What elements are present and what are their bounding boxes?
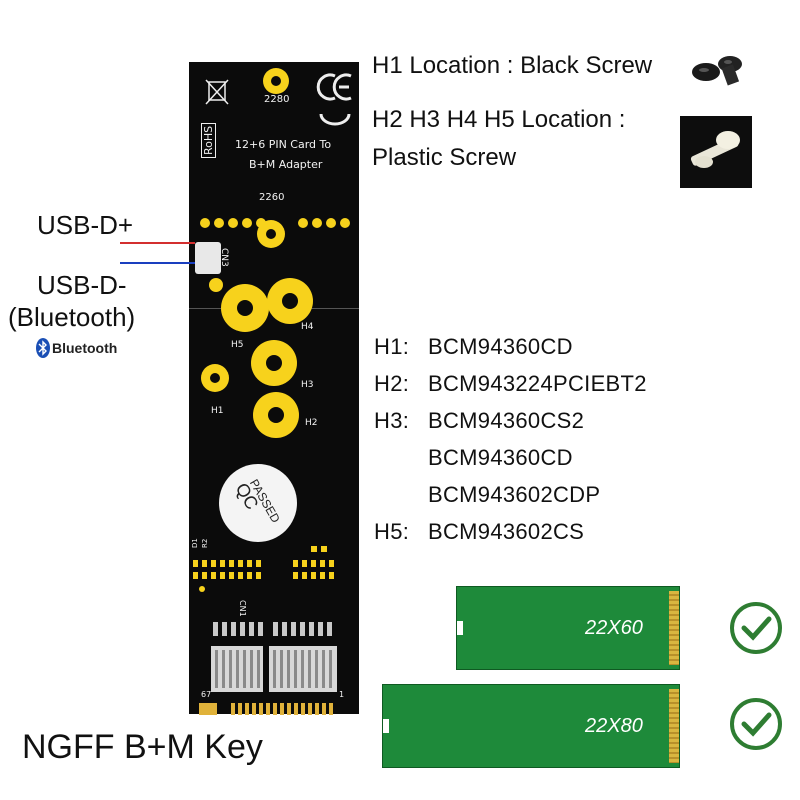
pad-h5 bbox=[221, 284, 269, 332]
h2-h5-location-line2: Plastic Screw bbox=[372, 144, 517, 171]
model-row-h3-value: BCM94360CS2 bbox=[428, 408, 585, 433]
size-label-2260: 2260 bbox=[259, 192, 285, 203]
h2-label: H2 bbox=[305, 418, 318, 428]
check-circle-icon bbox=[730, 698, 782, 750]
ngff-key-label: NGFF B+M Key bbox=[22, 728, 263, 766]
pad-h3 bbox=[251, 340, 297, 386]
qc-passed-sticker: QC PASSED bbox=[219, 464, 297, 542]
h3-label: H3 bbox=[301, 380, 314, 390]
ssd-2260-card: 22X60 bbox=[456, 586, 680, 670]
h4-label: H4 bbox=[301, 322, 314, 332]
pad-h4 bbox=[267, 278, 313, 324]
board-title-line1: 12+6 PIN Card To bbox=[235, 138, 332, 151]
h2-h5-location-line1: H2 H3 H4 H5 Location : bbox=[372, 106, 626, 133]
size-label-2280: 2280 bbox=[264, 94, 290, 105]
cn3-label: CN3 bbox=[219, 248, 229, 267]
black-screw-photo bbox=[686, 44, 752, 90]
cn3-connector bbox=[195, 242, 221, 274]
model-row-h5-value: BCM943602CS bbox=[428, 519, 585, 544]
pin-67-label: 67 bbox=[201, 690, 212, 699]
model-row-h1-value: BCM94360CD bbox=[428, 334, 573, 359]
bluetooth-rune-icon bbox=[36, 338, 50, 358]
smd-pad-array-left bbox=[193, 558, 263, 584]
cn3-pad bbox=[209, 278, 223, 292]
ce-mark-icon bbox=[309, 68, 353, 138]
pad-h2 bbox=[253, 392, 299, 438]
h5-label: H5 bbox=[231, 340, 244, 350]
small-round-pad bbox=[199, 586, 205, 592]
model-row-h3-label: H3: bbox=[374, 408, 410, 433]
model-list: H1: BCM94360CD H2: BCM943224PCIEBT2 H3: … bbox=[374, 334, 694, 554]
usb-d-minus-wire bbox=[120, 262, 195, 264]
h1-location-text: H1 Location : Black Screw bbox=[372, 52, 653, 79]
mount-pad-2260 bbox=[257, 220, 285, 248]
board-title-line2: B+M Adapter bbox=[249, 158, 323, 171]
adapter-board: 2280 RoHS 12+6 PIN Card To B+M Adapter 2… bbox=[189, 62, 359, 715]
m2-gold-fingers bbox=[189, 702, 359, 715]
smd-pad-array-right bbox=[293, 546, 339, 584]
ssd-2260-contacts bbox=[669, 591, 679, 665]
model-row-h3b-value: BCM94360CD bbox=[428, 445, 573, 470]
pad-h1 bbox=[201, 364, 229, 392]
ssd-2280-notch bbox=[383, 719, 389, 733]
bluetooth-logo-text: Bluetooth bbox=[52, 340, 118, 356]
ssd-2260-size: 22X60 bbox=[585, 617, 643, 639]
model-row-h2-label: H2: bbox=[374, 371, 410, 396]
cn1-label: CN1 bbox=[238, 600, 247, 617]
bluetooth-logo: Bluetooth bbox=[36, 338, 117, 358]
model-row-h3c-value: BCM943602CDP bbox=[428, 482, 601, 507]
ssd-2280-size: 22X80 bbox=[585, 715, 643, 737]
cn1-connector bbox=[211, 622, 339, 694]
check-circle-icon bbox=[730, 602, 782, 654]
model-row-h1-label: H1: bbox=[374, 334, 410, 359]
mount-pad-2280 bbox=[263, 68, 289, 94]
ssd-2280-card: 22X80 bbox=[382, 684, 680, 768]
h1-label: H1 bbox=[211, 406, 224, 416]
pin-1-label: 1 bbox=[339, 690, 345, 699]
usb-d-minus-label: USB-D- bbox=[37, 270, 127, 300]
ssd-2280-contacts bbox=[669, 689, 679, 763]
model-row-h5-label: H5: bbox=[374, 519, 410, 544]
bluetooth-paren-label: (Bluetooth) bbox=[8, 302, 136, 332]
model-row-h2-value: BCM943224PCIEBT2 bbox=[428, 371, 647, 396]
r2-label: R2 bbox=[201, 538, 209, 548]
weee-bin-icon bbox=[203, 76, 231, 106]
usb-d-plus-label: USB-D+ bbox=[37, 210, 134, 240]
ssd-2260-notch bbox=[457, 621, 463, 635]
d1-label: D1 bbox=[191, 538, 199, 548]
plastic-screw-photo bbox=[680, 116, 752, 188]
usb-d-plus-wire bbox=[120, 242, 195, 244]
rohs-mark: RoHS bbox=[201, 122, 216, 158]
